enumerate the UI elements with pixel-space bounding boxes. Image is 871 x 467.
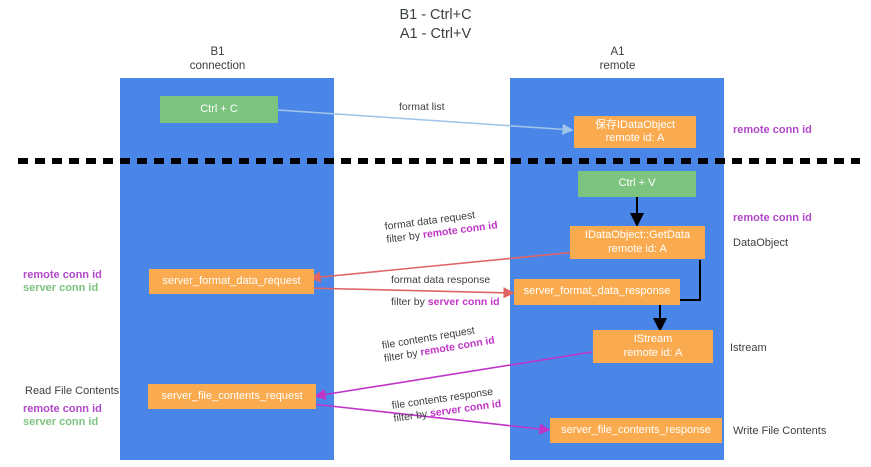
box-server-file-contents-response[interactable]: server_file_contents_response [550,418,722,443]
box-server-format-data-request[interactable]: server_format_data_request [149,269,314,294]
flow-label-format-list: format list [399,101,445,114]
flow-label-format-data-response-line2: filter by server conn id [391,296,500,309]
flow-label-format-data-response: format data response filter by server co… [391,274,500,309]
flow-label-file-contents-request: file contents request filter by remote c… [381,322,496,366]
right-label-remote-conn-id-top: remote conn id [733,124,812,136]
box-idataobject-getdata-line1: IDataObject::GetData [584,229,691,241]
right-label-istream: Istream [730,342,767,354]
column-header-a1: A1 remote [555,46,680,73]
box-ctrl-v-label: Ctrl + V [618,177,656,190]
left-label-read-file-contents: Read File Contents [25,385,120,397]
flow-label-format-data-response-line1: format data response [391,274,491,286]
flow-label-format-data-request: format data request filter by remote con… [384,206,498,246]
box-istream[interactable]: IStream remote id: A [593,330,713,363]
column-header-b1: B1 connection [155,46,280,73]
box-ctrl-c-label: Ctrl + C [200,102,238,115]
left-label-remote-conn-id-bottom: remote conn id [23,403,102,415]
column-header-a1-sub: remote [599,59,636,72]
box-server-file-contents-response-label: server_file_contents_response [561,423,711,436]
left-label-remote-conn-id-mid: remote conn id [23,269,102,281]
right-label-write-file-contents: Write File Contents [733,425,827,437]
flow-label-format-list-line1: format list [399,101,445,113]
flow-label-file-contents-response: file contents response filter by server … [391,385,502,426]
box-ctrl-v[interactable]: Ctrl + V [578,171,696,197]
box-server-format-data-response[interactable]: server_format_data_response [514,279,680,305]
right-label-remote-conn-id-mid: remote conn id [733,212,812,224]
box-istream-line1: IStream [633,333,673,345]
box-server-file-contents-request-label: server_file_contents_request [161,389,303,402]
box-istream-line2: remote id: A [623,346,683,359]
box-server-format-data-response-label: server_format_data_response [523,285,671,298]
box-server-format-data-request-label: server_format_data_request [162,274,301,287]
column-header-b1-sub: connection [189,59,246,72]
flow-label-format-data-response-em: server conn id [427,296,500,308]
left-label-server-conn-id-mid: server conn id [23,282,99,294]
flow-label-format-data-response-prefix: filter by [391,296,428,308]
box-idataobject-getdata-line2: remote id: A [608,242,667,255]
column-header-a1-name: A1 [610,46,625,58]
box-server-file-contents-request[interactable]: server_file_contents_request [148,384,316,409]
box-save-idataobject-line1: 保存IDataObject [594,118,676,131]
left-label-server-conn-id-bottom: server conn id [23,416,99,428]
right-label-data-object: DataObject [733,237,789,249]
column-header-b1-name: B1 [210,46,225,58]
box-save-idataobject[interactable]: 保存IDataObject remote id: A [574,116,696,148]
page-title: B1 - Ctrl+C A1 - Ctrl+V [399,7,472,42]
box-idataobject-getdata[interactable]: IDataObject::GetData remote id: A [570,226,705,259]
box-save-idataobject-line2: remote id: A [605,132,665,144]
box-ctrl-c[interactable]: Ctrl + C [160,96,278,123]
